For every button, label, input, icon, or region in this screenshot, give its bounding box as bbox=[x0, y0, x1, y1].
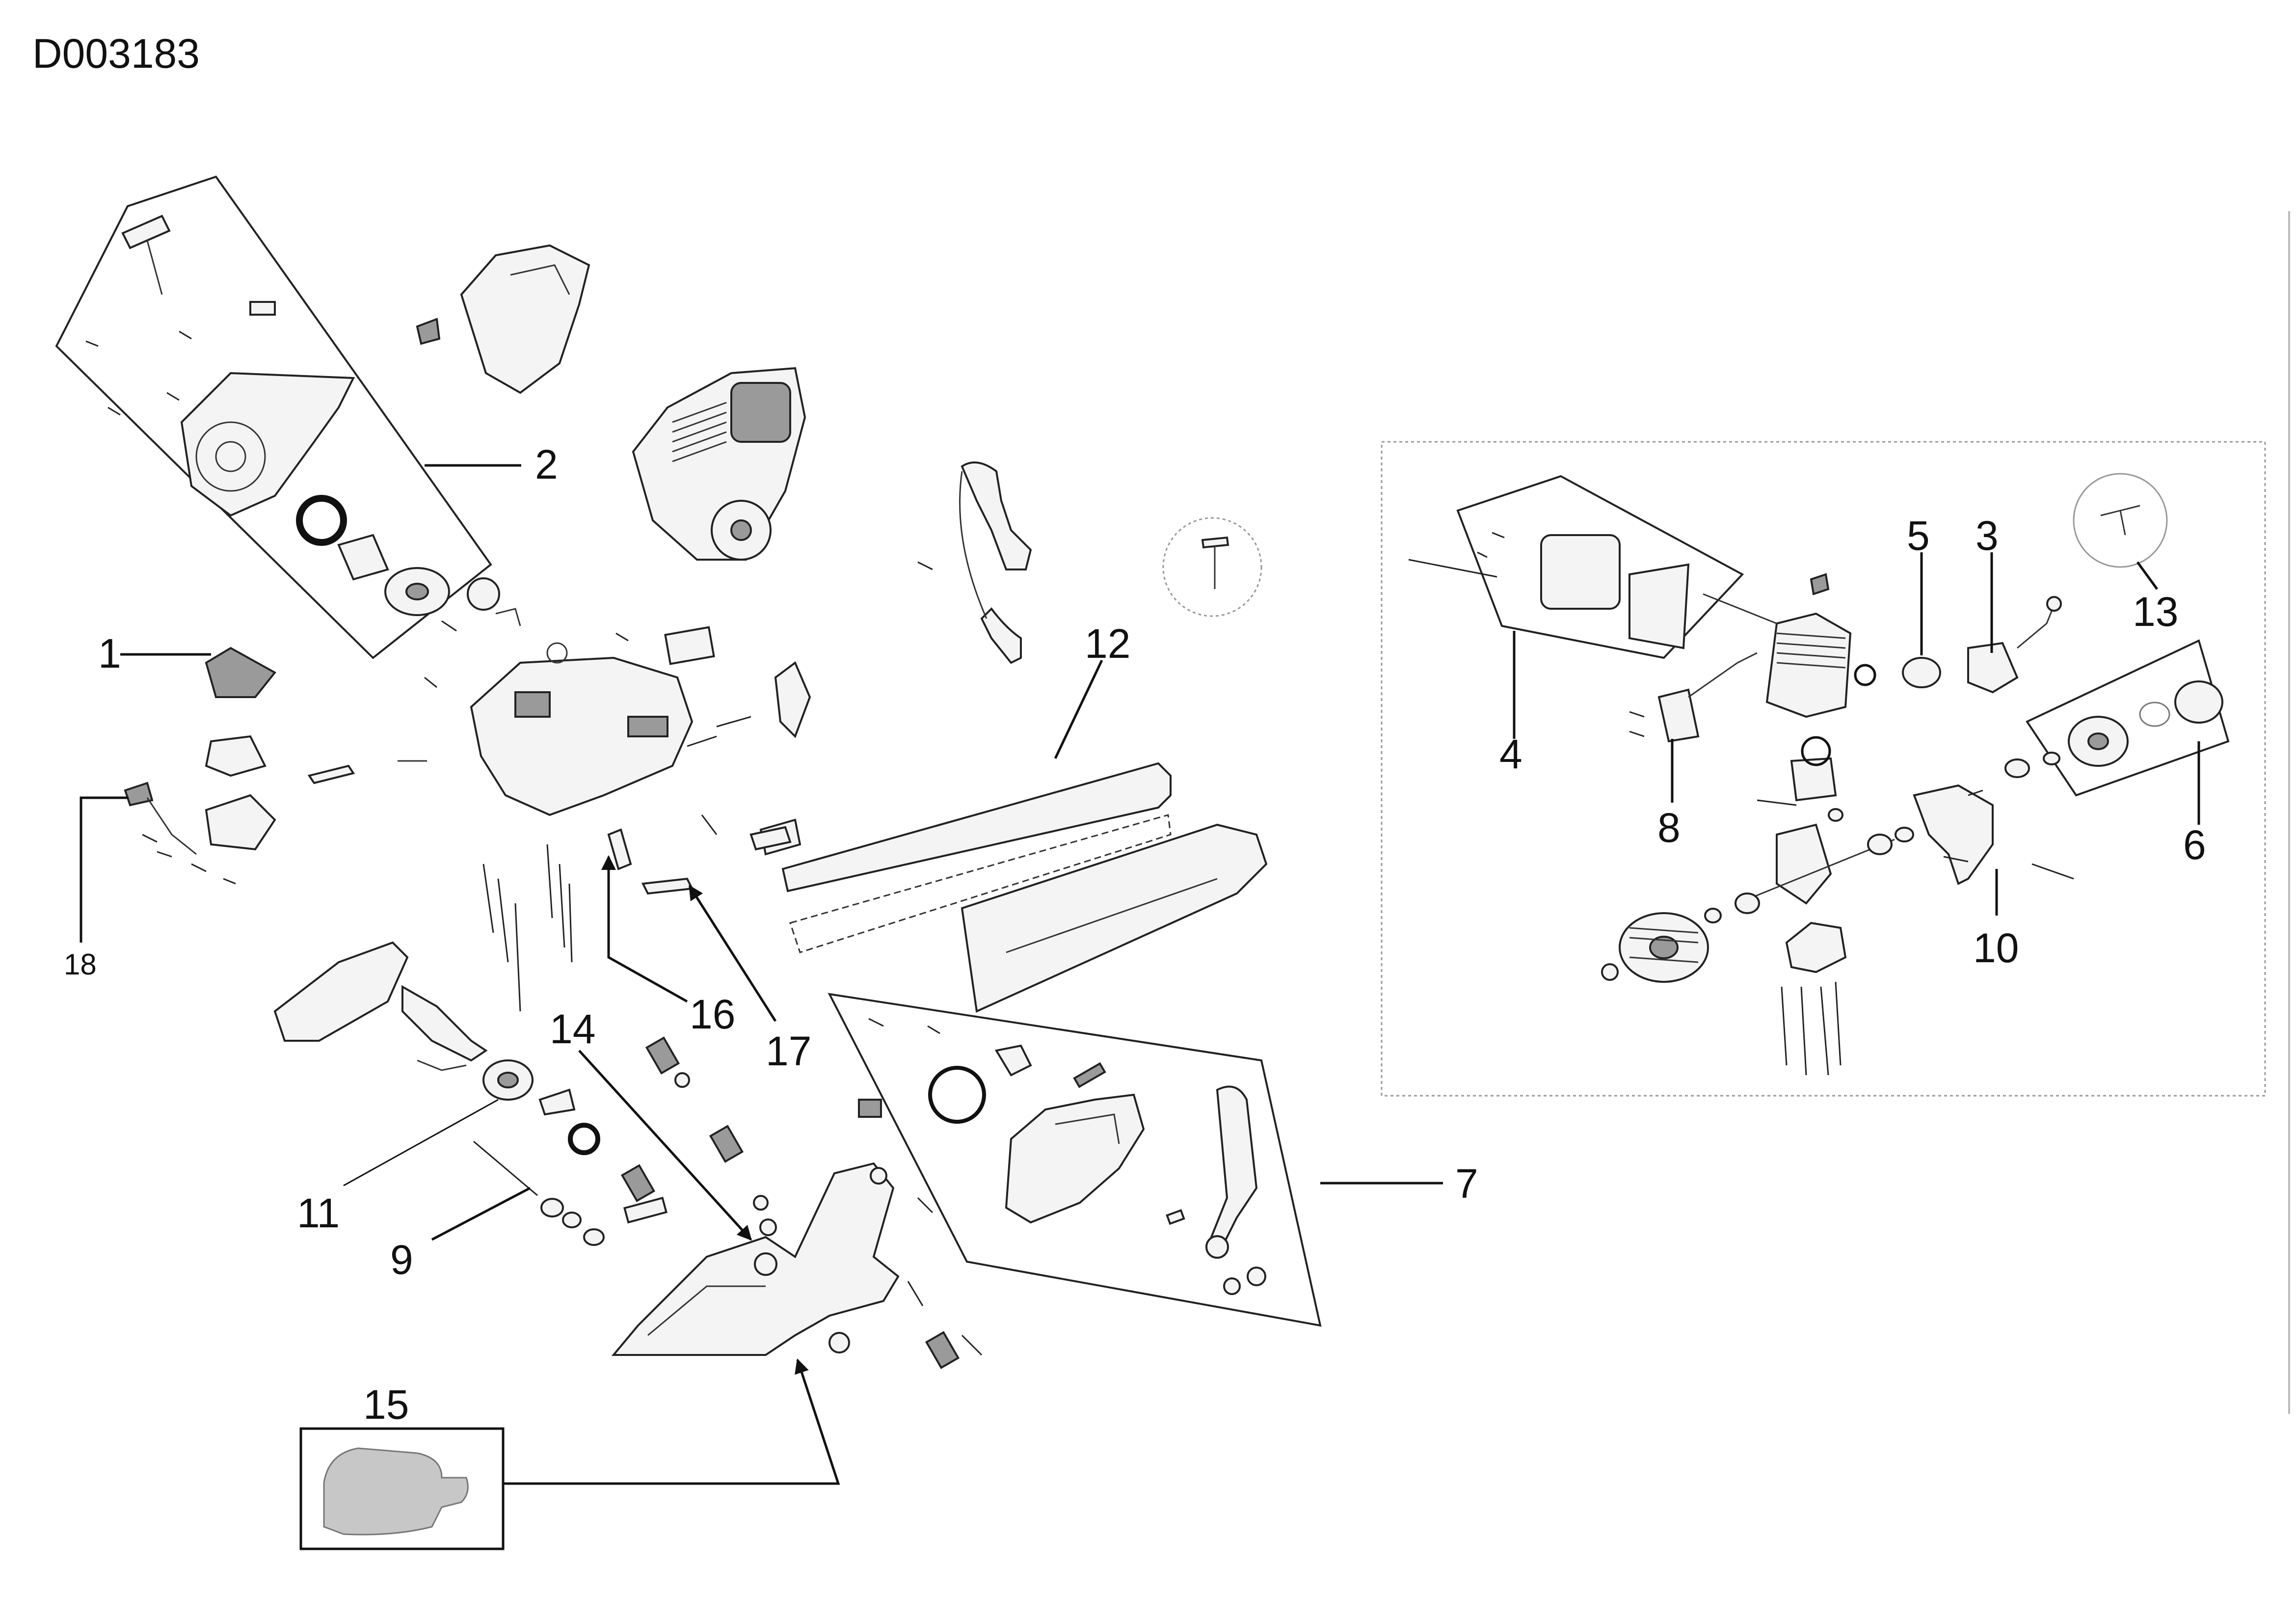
main-housing bbox=[611, 1162, 983, 1356]
callout-1: 1 bbox=[98, 630, 121, 676]
callout-10: 10 bbox=[1973, 925, 2019, 971]
document-id: D003183 bbox=[32, 30, 200, 77]
rear-handle-frame bbox=[273, 941, 488, 1071]
callout-7: 7 bbox=[1455, 1161, 1478, 1207]
starter-assembly-group bbox=[55, 175, 492, 659]
top-cover bbox=[416, 244, 590, 394]
combi-tool-circle bbox=[1162, 517, 1262, 617]
guide-bar-and-chain bbox=[749, 762, 1268, 1013]
callout-12: 12 bbox=[1085, 621, 1130, 667]
callout-14: 14 bbox=[550, 1006, 595, 1052]
anti-vibration-springs bbox=[620, 1036, 960, 1369]
mount-bolts bbox=[482, 828, 694, 1012]
leader-lines bbox=[80, 464, 2200, 1485]
callout-8: 8 bbox=[1657, 805, 1681, 851]
callout-6: 6 bbox=[2183, 822, 2206, 868]
callout-15: 15 bbox=[363, 1381, 409, 1428]
part-1-piece bbox=[205, 647, 277, 777]
callout-16: 16 bbox=[690, 991, 735, 1037]
fuel-tank-inset bbox=[299, 1427, 505, 1550]
callout-18: 18 bbox=[64, 948, 97, 981]
callout-17: 17 bbox=[766, 1028, 811, 1074]
callout-9: 9 bbox=[390, 1237, 413, 1283]
engine-assembly bbox=[632, 367, 806, 561]
front-handle bbox=[917, 461, 1032, 664]
crankcase-body bbox=[424, 577, 751, 816]
callout-4: 4 bbox=[1499, 731, 1522, 777]
callout-5: 5 bbox=[1907, 513, 1930, 559]
callout-13: 13 bbox=[2133, 589, 2178, 635]
callout-3: 3 bbox=[1976, 513, 1999, 559]
part-18-throttle-parts bbox=[124, 782, 276, 885]
callout-labels: 1 2 3 4 5 6 7 8 9 10 11 12 13 14 15 16 1… bbox=[64, 441, 2206, 1428]
clutch-parts bbox=[473, 1059, 605, 1246]
sprocket-cover-group bbox=[828, 993, 1322, 1327]
callout-2: 2 bbox=[535, 441, 558, 487]
engine-detail-inset bbox=[1381, 441, 2266, 1097]
callout-11: 11 bbox=[297, 1190, 340, 1236]
